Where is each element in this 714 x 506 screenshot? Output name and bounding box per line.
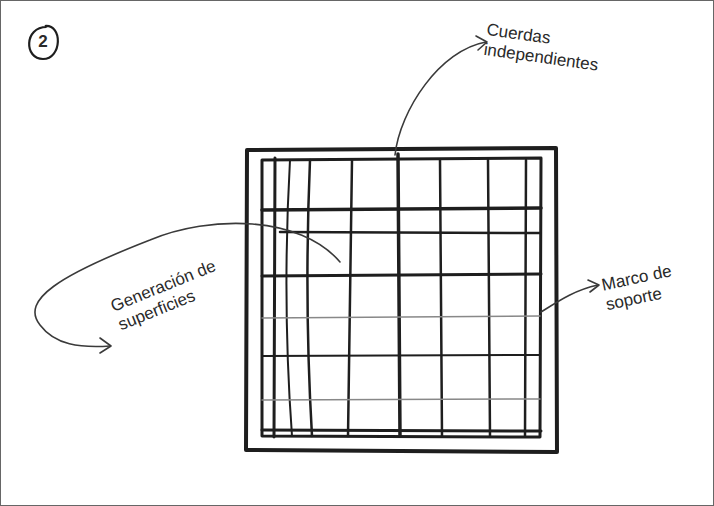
arrow-head xyxy=(588,280,599,292)
leader-line xyxy=(35,223,340,346)
annotation-label: Marco de soporte xyxy=(600,257,696,315)
leader-line xyxy=(395,42,486,155)
string xyxy=(262,316,540,318)
string xyxy=(262,208,541,210)
string xyxy=(307,160,312,436)
string xyxy=(286,160,292,436)
string xyxy=(262,274,541,276)
support-frame-inner xyxy=(262,158,541,437)
annotation-label: Generación de superficies xyxy=(108,256,227,335)
string xyxy=(262,355,540,356)
string xyxy=(262,399,540,400)
string xyxy=(348,160,352,436)
callout-circle: 2 xyxy=(25,24,61,60)
annotation-label: Cuerdas independientes xyxy=(482,20,616,78)
string xyxy=(274,158,275,437)
arrow-head xyxy=(100,338,111,353)
string xyxy=(525,160,526,436)
leader-line xyxy=(541,285,598,312)
support-frame-outer xyxy=(246,148,557,452)
string-frame xyxy=(246,148,557,452)
string xyxy=(440,160,442,436)
string xyxy=(262,430,541,431)
leader-lines xyxy=(35,36,599,353)
string xyxy=(398,154,400,436)
string xyxy=(488,160,490,436)
callout-number: 2 xyxy=(25,24,61,60)
string xyxy=(280,232,540,233)
